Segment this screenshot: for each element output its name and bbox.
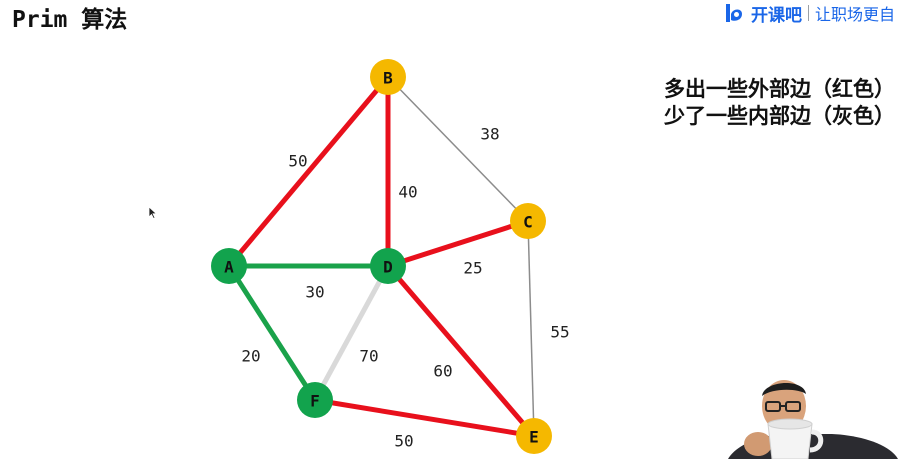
edge-F-D xyxy=(312,264,391,402)
note-line-internal-edges: 少了一些内部边（灰色） xyxy=(664,104,895,128)
node-label-F: F xyxy=(310,392,320,411)
edge-weight-D-E: 60 xyxy=(433,362,452,381)
node-circle-C xyxy=(510,203,546,239)
node-circle-B xyxy=(370,59,406,95)
edge-weight-B-C: 38 xyxy=(480,125,499,144)
note-line-external-edges: 多出一些外部边（红色） xyxy=(664,77,895,101)
node-circle-A xyxy=(211,248,247,284)
node-D: D xyxy=(370,248,406,284)
node-circle-D xyxy=(370,248,406,284)
edge-weight-C-E: 55 xyxy=(550,323,569,342)
node-label-D: D xyxy=(383,258,393,277)
node-circle-F xyxy=(297,382,333,418)
node-label-E: E xyxy=(529,428,539,447)
slide-title: Prim 算法 xyxy=(12,7,128,33)
edge-weight-A-B: 50 xyxy=(288,152,307,171)
brand-name: 开课吧 xyxy=(751,5,802,26)
edge-F-E xyxy=(314,397,535,439)
kaikeba-logo-icon xyxy=(726,4,742,22)
brand-divider xyxy=(808,5,809,21)
edge-weight-D-C: 25 xyxy=(463,259,482,278)
node-circle-E xyxy=(516,418,552,454)
edge-D-C xyxy=(387,218,529,269)
brand-header: 开课吧 让职场更自 xyxy=(723,0,923,26)
edge-A-B xyxy=(227,75,390,268)
annotation-note: 多出一些外部边（红色） 少了一些内部边（灰色） xyxy=(664,76,895,130)
edge-weight-F-E: 50 xyxy=(394,432,413,451)
edge-A-F xyxy=(226,264,318,402)
brand-slogan: 让职场更自 xyxy=(815,5,896,24)
node-A: A xyxy=(211,248,247,284)
edge-C-E xyxy=(527,220,535,437)
node-label-B: B xyxy=(383,69,393,88)
node-label-A: A xyxy=(224,258,234,277)
edge-weight-B-D: 40 xyxy=(398,183,417,202)
edge-weight-A-F: 20 xyxy=(241,347,260,366)
presenter-webcam xyxy=(728,372,923,459)
mouse-cursor-icon xyxy=(148,206,158,220)
edge-B-C xyxy=(387,76,529,222)
node-F: F xyxy=(297,382,333,418)
edge-weight-A-D: 30 xyxy=(305,283,324,302)
node-E: E xyxy=(516,418,552,454)
edge-weight-F-D: 70 xyxy=(359,347,378,366)
node-C: C xyxy=(510,203,546,239)
edge-D-E xyxy=(386,264,536,438)
node-label-C: C xyxy=(523,213,533,232)
node-B: B xyxy=(370,59,406,95)
